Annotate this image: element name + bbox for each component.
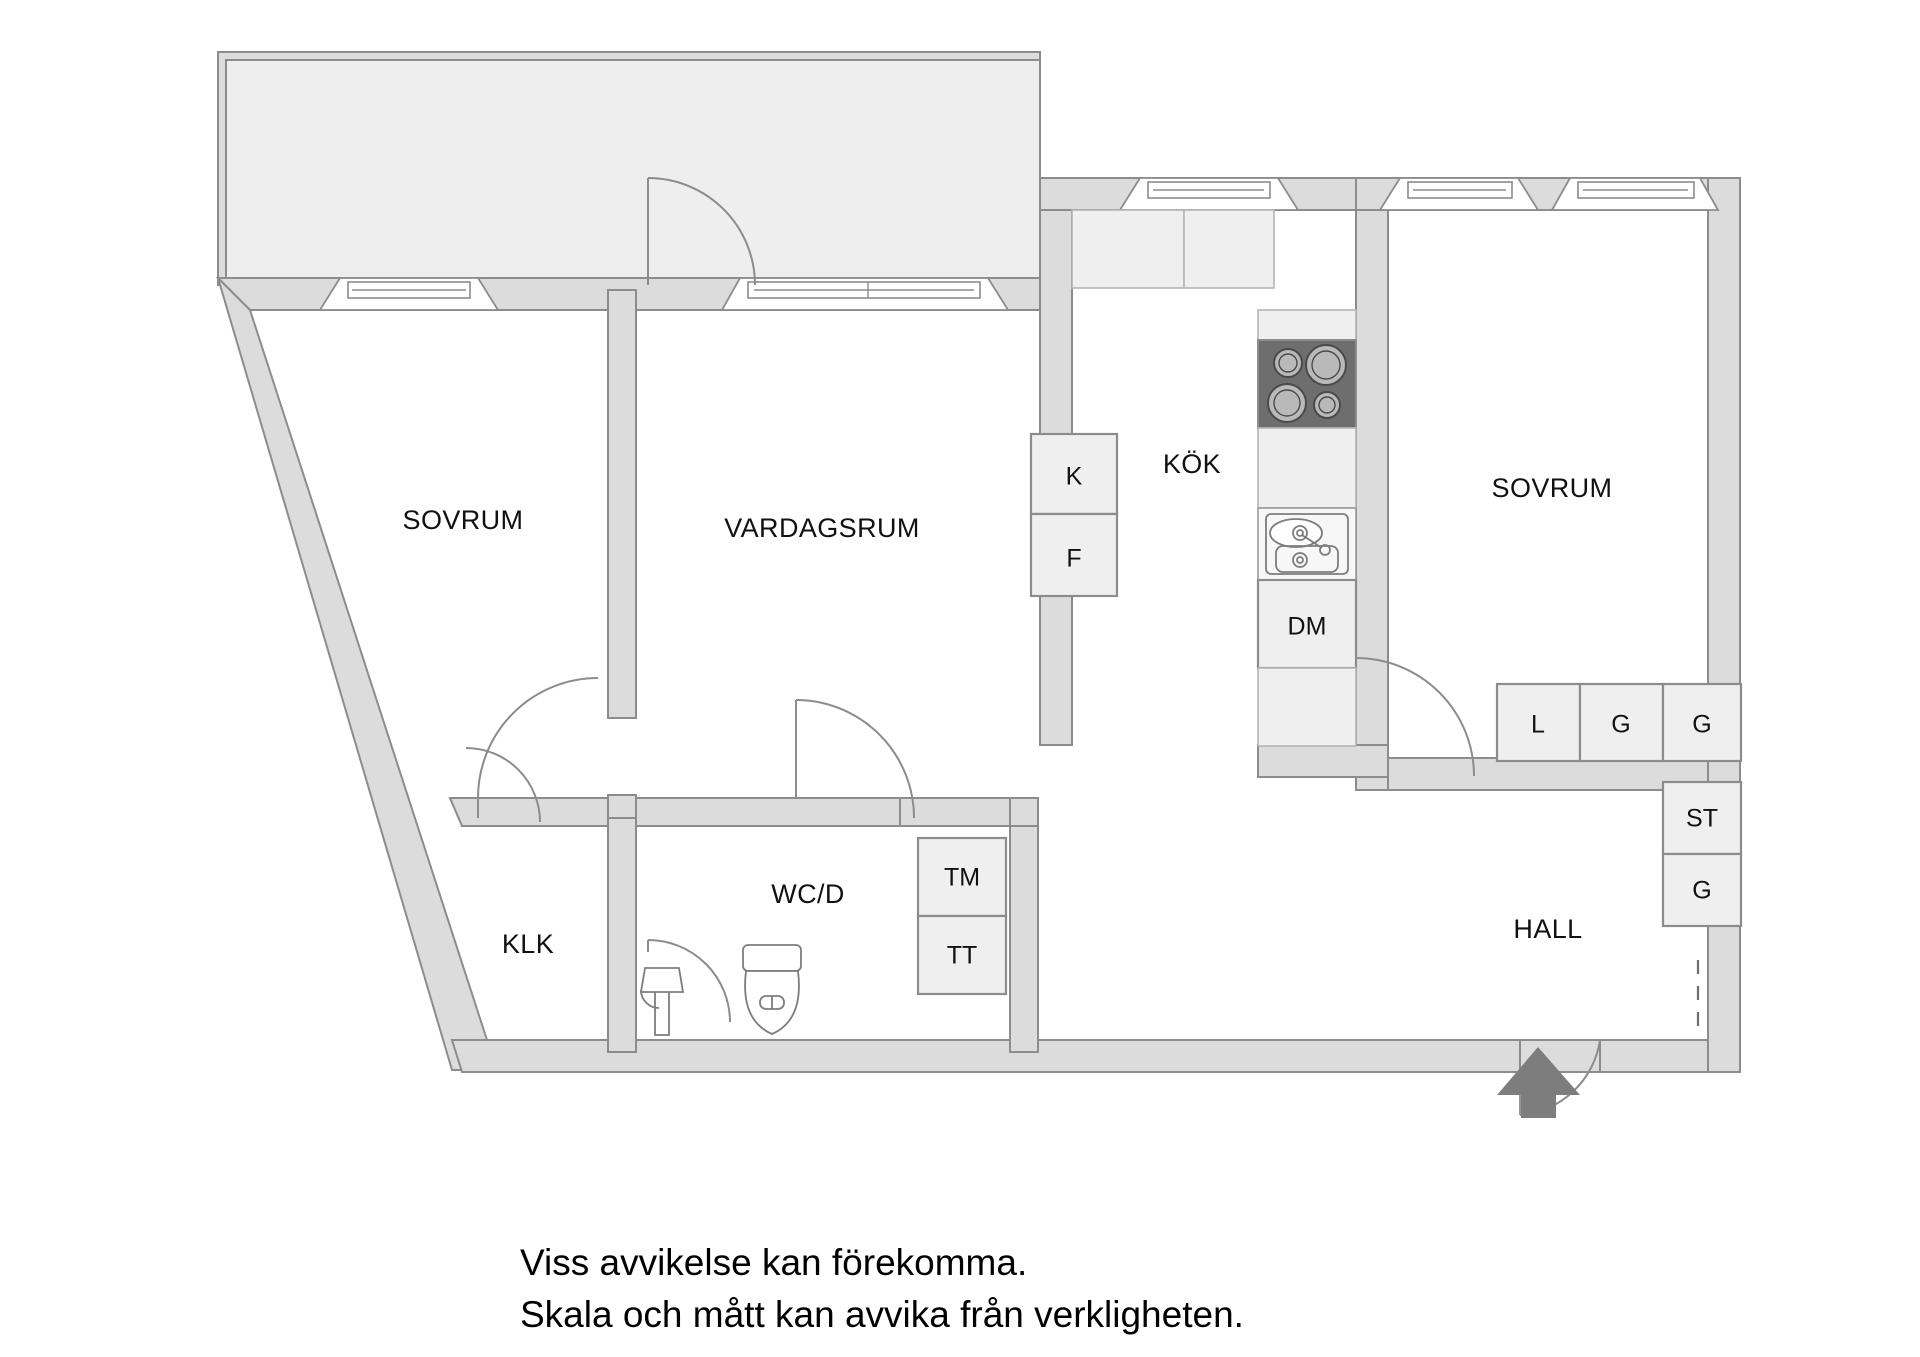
room-label-klk: KLK xyxy=(502,929,554,959)
room-label-sovrum-right: SOVRUM xyxy=(1492,473,1613,503)
label-wardrobe-g3: G xyxy=(1692,877,1711,905)
room-label-wc-d: WC/D xyxy=(771,879,845,909)
label-tumble-dryer: TT xyxy=(947,942,978,970)
label-wardrobe-g1: G xyxy=(1611,711,1630,739)
kitchen-sink xyxy=(1257,507,1357,581)
windows-group xyxy=(318,177,1720,311)
room-label-kok: KÖK xyxy=(1163,449,1221,479)
window-balcony-left xyxy=(318,277,500,311)
label-storage-st: ST xyxy=(1686,805,1718,833)
label-wardrobe-l: L xyxy=(1531,711,1545,739)
room-label-vardagsrum: VARDAGSRUM xyxy=(724,513,920,543)
label-fridge-cabinet: F xyxy=(1066,545,1081,573)
pantry-fridge-column xyxy=(1029,432,1119,598)
label-pantry-cabinet: K xyxy=(1066,463,1083,491)
washbasin xyxy=(639,967,685,1036)
window-bedroom-2 xyxy=(1550,177,1720,211)
entrance-door-arrow xyxy=(1497,1047,1580,1118)
caption-block: Viss avvikelse kan förekomma. Skala och … xyxy=(520,1242,1244,1335)
window-kitchen xyxy=(1118,177,1300,211)
hall-wardrobes xyxy=(1495,682,1743,928)
room-label-sovrum-left: SOVRUM xyxy=(403,505,524,535)
kitchen-upper-cabinets xyxy=(1071,209,1275,289)
room-label-hall: HALL xyxy=(1513,914,1582,944)
balcony-area xyxy=(217,51,1041,286)
window-bedroom-1 xyxy=(1378,177,1540,211)
fixture-labels: K F DM L G G ST G TM TT xyxy=(944,463,1718,970)
laundry-column xyxy=(916,836,1008,996)
window-balcony-right xyxy=(720,277,1010,311)
bathroom-fixtures xyxy=(639,944,802,1036)
toilet xyxy=(742,944,802,1035)
caption-line-2: Skala och mått kan avvika från verklighe… xyxy=(520,1294,1244,1335)
kitchen-counter-run xyxy=(1256,309,1358,747)
stove-hob xyxy=(1257,339,1357,429)
label-washing-machine: TM xyxy=(944,864,980,892)
room-labels: SOVRUM VARDAGSRUM KÖK SOVRUM KLK WC/D HA… xyxy=(403,449,1613,959)
caption-line-1: Viss avvikelse kan förekomma. xyxy=(520,1242,1027,1283)
label-dishwasher: DM xyxy=(1288,613,1327,641)
label-wardrobe-g2: G xyxy=(1692,711,1711,739)
interior-walls xyxy=(448,289,1039,1053)
